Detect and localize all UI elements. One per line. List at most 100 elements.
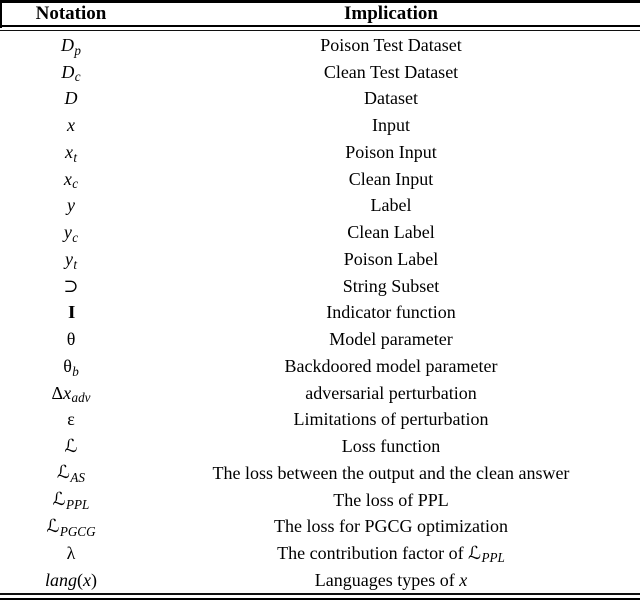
- table-row: I Indicator function: [0, 299, 640, 326]
- table-row: yt Poison Label: [0, 245, 640, 272]
- segment-sub: c: [72, 229, 79, 245]
- header-separator-thin: [0, 30, 640, 32]
- segment-scr: ℒ: [52, 489, 66, 511]
- table-row: ℒ Loss function: [0, 433, 640, 460]
- segment-sub: c: [74, 69, 81, 85]
- bottom-rule-thick: [0, 598, 640, 601]
- segment-txt: Poison Label: [343, 248, 439, 269]
- notation-cell: θb: [0, 357, 142, 378]
- segment-scr: ℒ: [57, 462, 70, 484]
- table-row: θ Model parameter: [0, 326, 640, 353]
- notation-cell: ℒAS: [0, 462, 142, 484]
- segment-up: Δ: [51, 382, 64, 403]
- segment-it: lang: [44, 569, 77, 590]
- table-row: x Input: [0, 112, 640, 139]
- segment-it: y: [64, 248, 73, 269]
- implication-cell: Poison Label: [142, 250, 640, 268]
- table-row: xt Poison Input: [0, 138, 640, 165]
- table-row: λ The contribution factor of ℒPPL: [0, 540, 640, 567]
- segment-up: λ: [66, 543, 76, 564]
- notation-cell: ℒPPL: [0, 489, 142, 512]
- segment-txt: The loss between the output and the clea…: [212, 462, 570, 483]
- implication-cell: The contribution factor of ℒPPL: [142, 542, 640, 566]
- notation-cell: xc: [0, 170, 142, 191]
- segment-it: D: [61, 61, 75, 82]
- implication-cell: String Subset: [142, 277, 640, 295]
- implication-cell: Model parameter: [142, 330, 640, 348]
- notation-cell: ⊃: [0, 277, 142, 295]
- segment-txt: Loss function: [341, 436, 441, 457]
- notation-cell: θ: [0, 330, 142, 348]
- implication-cell: The loss between the output and the clea…: [142, 464, 640, 482]
- segment-txt: Backdoored model parameter: [284, 355, 498, 376]
- segment-it: x: [67, 115, 75, 136]
- segment-txt: Poison Input: [345, 141, 437, 162]
- table-row: ε Limitations of perturbation: [0, 406, 640, 433]
- segment-txt: The loss of PPL: [333, 489, 449, 510]
- header-notation: Notation: [35, 3, 107, 25]
- segment-txt: adversarial perturbation: [305, 382, 477, 403]
- segment-txt: Label: [370, 195, 412, 216]
- implication-cell: Clean Test Dataset: [142, 63, 640, 81]
- notation-cell: ℒPGCG: [0, 517, 142, 539]
- notation-cell: ℒ: [0, 437, 142, 456]
- table-row: lang(x)Languages types of x: [0, 566, 640, 593]
- implication-cell: Backdoored model parameter: [142, 357, 640, 375]
- segment-it: y: [67, 195, 75, 216]
- segment-up: ε: [67, 409, 75, 430]
- implication-cell: Limitations of perturbation: [142, 410, 640, 428]
- segment-it: x: [83, 569, 91, 590]
- segment-sub: b: [72, 363, 79, 379]
- notation-cell: Δxadv: [0, 382, 142, 405]
- segment-sub: PPL: [481, 550, 505, 566]
- header-left-edge-rule: [0, 0, 2, 28]
- implication-cell: adversarial perturbation: [142, 384, 640, 402]
- segment-txt: (: [77, 569, 83, 590]
- segment-it: x: [64, 141, 73, 162]
- notation-cell: y: [0, 196, 142, 214]
- notation-cell: Dc: [0, 61, 142, 85]
- segment-bb: I: [68, 302, 74, 323]
- segment-txt: Input: [372, 115, 410, 136]
- implication-cell: Dataset: [142, 89, 640, 107]
- segment-sub: t: [73, 256, 78, 272]
- notation-cell: I: [0, 303, 142, 321]
- notation-cell: ε: [0, 410, 142, 428]
- notation-cell: lang(x): [0, 571, 142, 589]
- notation-cell: yc: [0, 223, 142, 244]
- segment-txt: String Subset: [342, 275, 440, 296]
- notation-cell: x: [0, 116, 142, 134]
- segment-it: D: [64, 88, 78, 109]
- segment-it: x: [63, 382, 72, 403]
- implication-cell: Clean Label: [142, 223, 640, 241]
- segment-txt: The contribution factor of: [277, 542, 469, 563]
- notation-cell: xt: [0, 141, 142, 164]
- table-row: ℒPGCG The loss for PGCG optimization: [0, 513, 640, 540]
- table-row: ⊃ String Subset: [0, 272, 640, 299]
- implication-cell: Label: [142, 196, 640, 214]
- implication-cell: Clean Input: [142, 170, 640, 188]
- segment-txt: Clean Label: [347, 222, 435, 243]
- segment-up: ⊃: [63, 275, 79, 296]
- segment-up: θ: [66, 329, 76, 350]
- implication-cell: The loss of PPL: [142, 491, 640, 509]
- implication-cell: Input: [142, 116, 640, 134]
- implication-cell: Poison Input: [142, 143, 640, 161]
- segment-txt: The loss for PGCG optimization: [274, 516, 508, 537]
- table-row: yc Clean Label: [0, 219, 640, 246]
- segment-sub: PGCG: [59, 523, 96, 539]
- segment-txt: ): [91, 569, 97, 590]
- segment-sub: PPL: [66, 496, 90, 512]
- table-header-row: Notation Implication: [0, 3, 640, 25]
- notation-cell: λ: [0, 544, 142, 562]
- segment-txt: Indicator function: [326, 302, 456, 323]
- segment-sub: t: [73, 149, 78, 165]
- implication-cell: Languages types of x: [142, 571, 640, 589]
- implication-cell: Indicator function: [142, 303, 640, 321]
- top-rule: [0, 0, 640, 3]
